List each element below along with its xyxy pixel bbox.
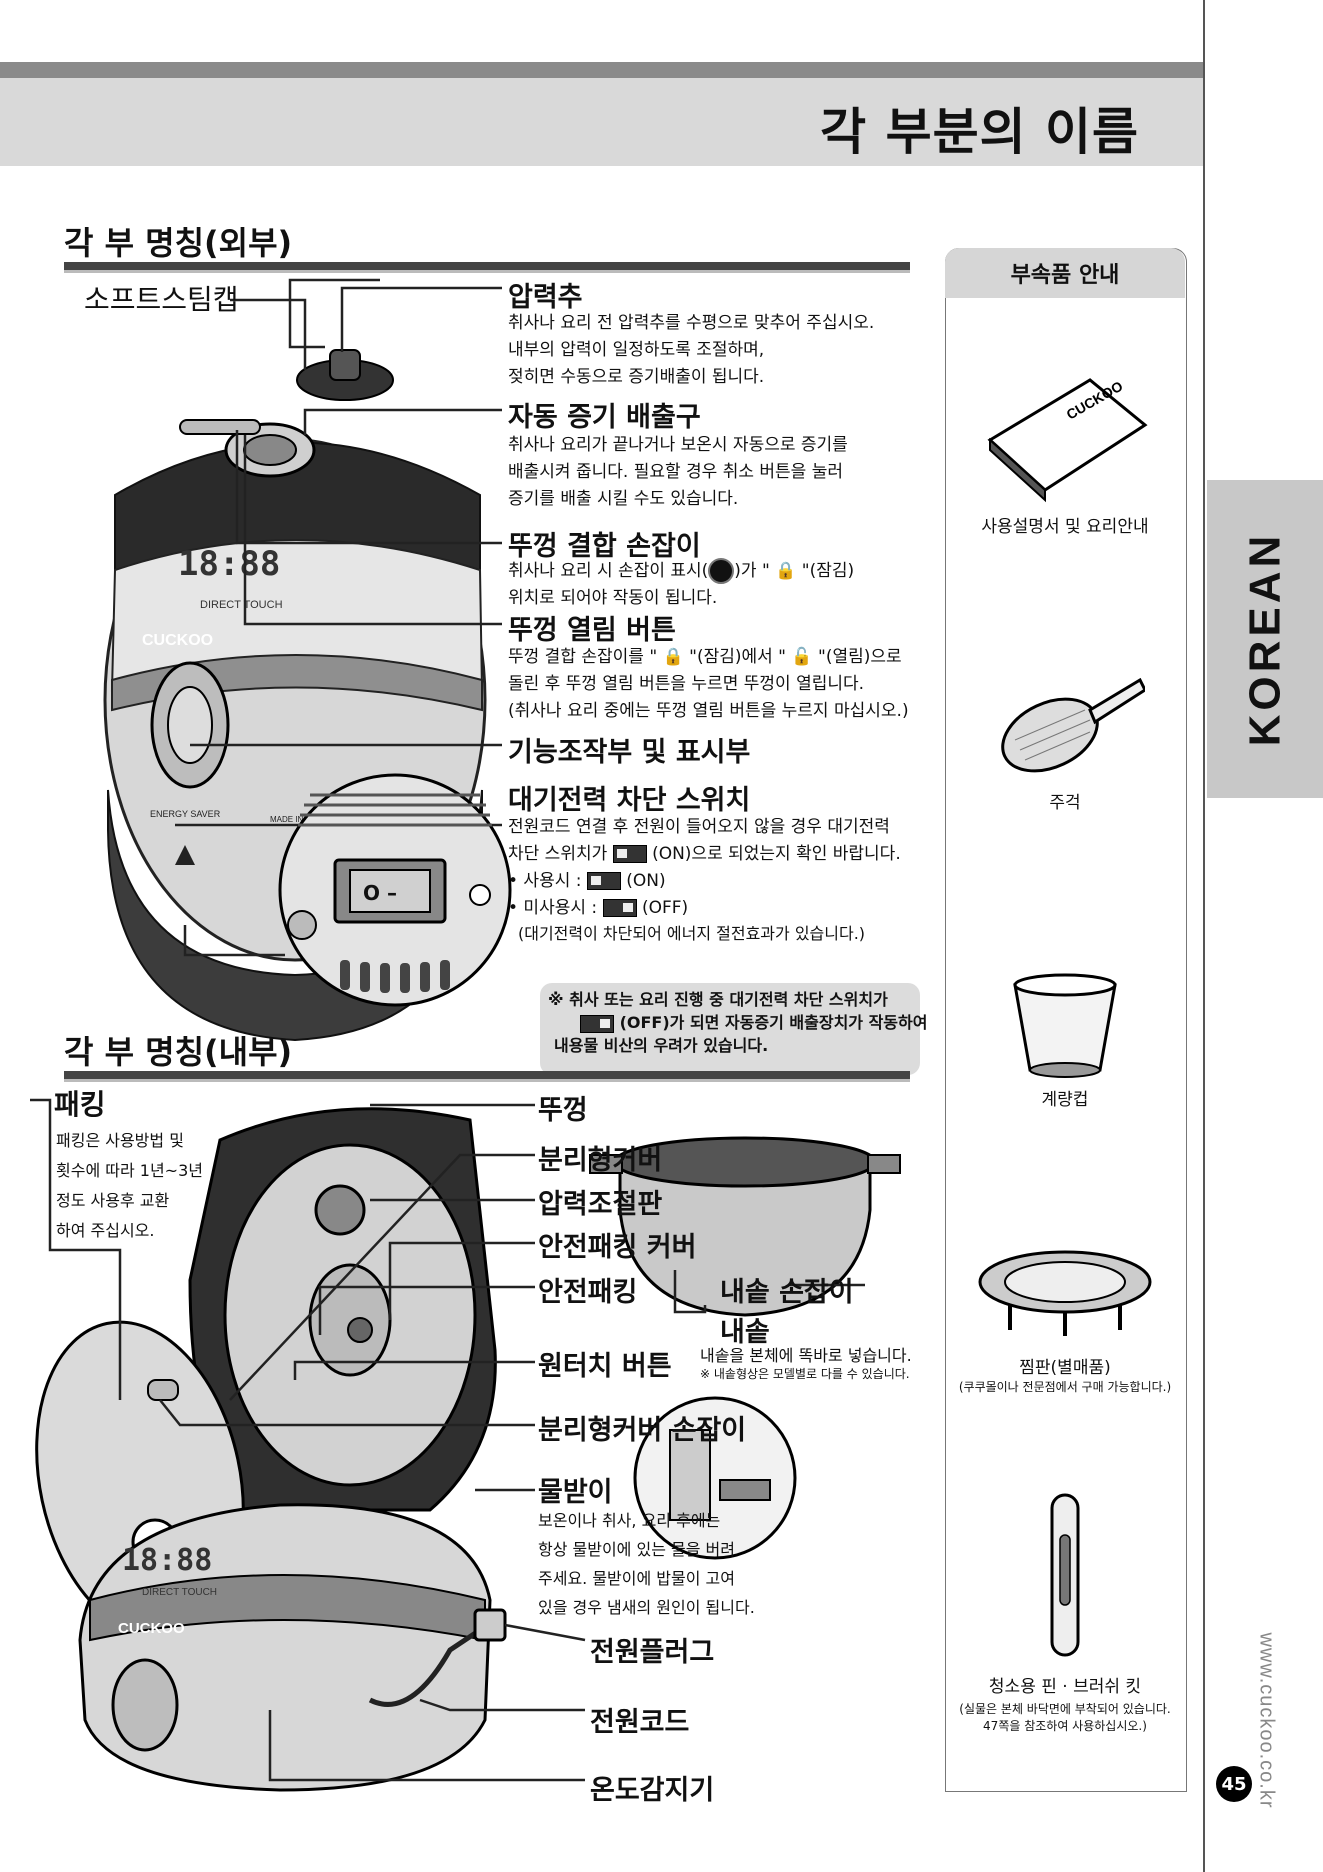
label-inner-pot-handle: 내솥 손잡이 xyxy=(720,1270,854,1309)
header-top-bar xyxy=(0,62,1203,78)
switch-on-icon xyxy=(587,872,621,890)
language-tab-label: KOREAN xyxy=(1207,480,1323,798)
lock-icon: 🔒 xyxy=(663,647,684,667)
label-inner-pot: 내솥 xyxy=(720,1310,770,1349)
label-packing: 패킹 xyxy=(54,1083,106,1123)
rice-paddle-icon xyxy=(995,660,1145,780)
label-lid-open-button: 뚜껑 열림 버튼 xyxy=(508,608,676,647)
label-one-touch-button: 원터치 버튼 xyxy=(538,1344,672,1383)
label-detachable-cover: 분리형커버 xyxy=(538,1138,662,1177)
label-safety-packing: 안전패킹 xyxy=(538,1270,637,1309)
label-soft-steam-cap: 소프트스팀캡 xyxy=(84,278,239,318)
website-url: www.cuckoo.co.kr xyxy=(1216,1600,1316,1840)
page-number: 45 xyxy=(1216,1766,1252,1802)
label-detachable-cover-handle: 분리형커버 손잡이 xyxy=(538,1408,746,1447)
accessory-manual: 사용설명서 및 요리안내 xyxy=(945,512,1185,537)
cooker-display: 18:88 xyxy=(178,544,280,584)
energy-saver-text: ENERGY SAVER xyxy=(150,809,221,819)
label-control-panel: 기능조작부 및 표시부 xyxy=(508,730,750,769)
label-power-plug: 전원플러그 xyxy=(590,1630,714,1669)
cooker-brand: CUCKOO xyxy=(142,632,213,649)
accessory-steam-plate-note: (쿠쿠몰이나 전문점에서 구매 가능합니다.) xyxy=(945,1378,1185,1395)
interior-heading: 각 부 명칭(내부) xyxy=(64,1027,292,1073)
cooker-brand-2: CUCKOO xyxy=(118,1620,185,1637)
cleaning-kit-icon xyxy=(1040,1490,1090,1660)
lid-open-desc: 뚜껑 결합 손잡이를 " 🔒 "(잠김)에서 " 🔓 "(열림)으로 돌린 후 … xyxy=(508,644,909,725)
pressure-plate-shape xyxy=(316,1186,364,1234)
standby-switch-desc: 전원코드 연결 후 전원이 들어오지 않을 경우 대기전력 차단 스위치가 (O… xyxy=(508,814,901,946)
lid-handle-desc: 취사나 요리 시 손잡이 표시()가 " 🔒 "(잠김) 위치로 되어야 작동이… xyxy=(508,558,854,612)
leader-auto-steam-vent xyxy=(305,410,502,435)
auto-steam-vent-desc: 취사나 요리가 끝나거나 보온시 자동으로 증기를 배출시켜 줍니다. 필요할 … xyxy=(508,432,848,513)
warning-note: ※ 취사 또는 요리 진행 중 대기전력 차단 스위치가 (OFF)가 되면 자… xyxy=(548,988,927,1057)
control-dial-2 xyxy=(113,1660,177,1750)
accessories-title: 부속품 안내 xyxy=(945,248,1185,298)
pot-handle-right xyxy=(868,1155,900,1173)
accessory-cup: 계량컵 xyxy=(945,1085,1185,1110)
label-auto-steam-vent: 자동 증기 배출구 xyxy=(508,395,701,434)
measuring-cup-icon xyxy=(1000,970,1130,1080)
accessory-steam-plate: 찜판(별매품) xyxy=(945,1353,1185,1378)
switch-off-icon xyxy=(580,1015,614,1033)
leader-power-plug xyxy=(505,1625,585,1640)
leader-pressure-weight-2 xyxy=(342,288,502,352)
accessory-paddle: 주걱 xyxy=(945,788,1185,813)
inner-pot-desc: 내솥을 본체에 똑바로 넣습니다. ※ 내솥형상은 모델별로 다를 수 있습니다… xyxy=(700,1346,912,1382)
margin-rule xyxy=(1203,0,1205,1872)
manual-book-icon: CUCKOO xyxy=(970,370,1160,510)
cover-handle-shape xyxy=(148,1380,178,1400)
cooker-display-2: 18:88 xyxy=(122,1543,212,1578)
switch-on-icon xyxy=(613,845,647,863)
switch-label: O – xyxy=(363,881,397,905)
label-power-cord: 전원코드 xyxy=(590,1700,689,1739)
leader-soft-steam-cap xyxy=(230,300,305,370)
direct-touch-text-2: DIRECT TOUCH xyxy=(142,1587,217,1598)
label-pressure-weight: 압력추 xyxy=(508,275,583,314)
label-pressure-plate: 압력조절판 xyxy=(538,1182,662,1221)
direct-touch-text: DIRECT TOUCH xyxy=(200,599,283,611)
label-temp-sensor: 온도감지기 xyxy=(590,1768,714,1807)
accessory-cleaning-kit: 청소용 핀 · 브러쉬 킷 xyxy=(945,1672,1185,1697)
switch-off-icon xyxy=(603,899,637,917)
water-tray-shape xyxy=(720,1480,770,1500)
leader-pressure-weight xyxy=(290,280,380,347)
accessory-cleaning-kit-note: (실물은 본체 바닥면에 부착되어 있습니다. 47쪽을 참조하여 사용하십시오… xyxy=(945,1700,1185,1734)
lock-icon: 🔒 xyxy=(775,561,796,581)
power-plug-shape xyxy=(475,1610,505,1640)
unlock-icon: 🔓 xyxy=(791,647,812,667)
label-lid: 뚜껑 xyxy=(538,1088,588,1127)
pressure-weight-shape xyxy=(330,350,360,380)
exterior-heading: 각 부 명칭(외부) xyxy=(64,218,292,264)
label-safety-packing-cover: 안전패킹 커버 xyxy=(538,1225,696,1264)
handle-mark-icon xyxy=(708,558,734,584)
packing-desc: 패킹은 사용방법 및 횟수에 따라 1년~3년 정도 사용후 교환 하여 주십시… xyxy=(56,1126,203,1246)
label-water-tray: 물받이 xyxy=(538,1470,613,1509)
steam-plate-icon xyxy=(970,1240,1160,1340)
water-tray-desc: 보온이나 취사, 요리 후에는 항상 물받이에 있는 물을 버려 주세요. 물받… xyxy=(538,1506,755,1622)
pressure-weight-desc: 취사나 요리 전 압력추를 수평으로 맞추어 주십시오. 내부의 압력이 일정하… xyxy=(508,310,874,391)
safety-packing-shape xyxy=(310,1265,390,1375)
page-title: 각 부분의 이름 xyxy=(820,92,1139,164)
label-standby-switch: 대기전력 차단 스위치 xyxy=(508,778,750,817)
lid-handle-shape xyxy=(180,420,260,434)
one-touch-button-shape xyxy=(348,1318,372,1342)
